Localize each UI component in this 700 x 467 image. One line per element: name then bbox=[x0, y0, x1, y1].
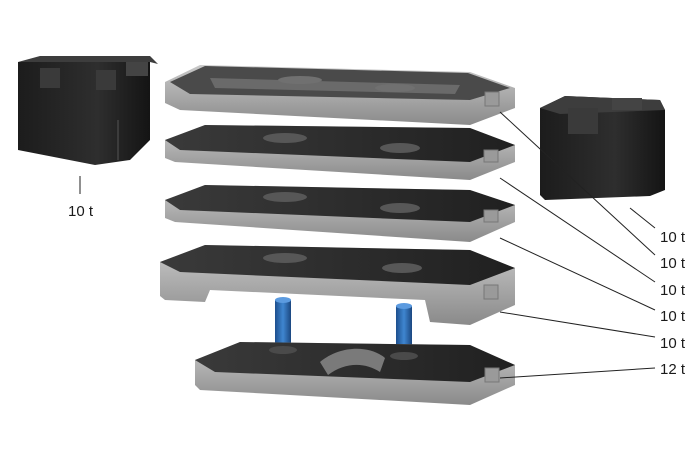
plate-2 bbox=[165, 125, 515, 180]
label-base-plate: 12 t bbox=[660, 361, 686, 378]
leader-plate-4 bbox=[499, 311, 656, 338]
plate-3 bbox=[165, 185, 515, 242]
label-right-block: 10 t bbox=[660, 229, 686, 246]
base-plate bbox=[195, 342, 515, 405]
label-left-block: 10 t bbox=[68, 203, 94, 220]
top-plate bbox=[165, 65, 515, 125]
plate-4 bbox=[160, 245, 515, 325]
leader-plate-3 bbox=[499, 237, 656, 311]
label-plate-2: 10 t bbox=[660, 282, 686, 299]
leader-base-plate bbox=[499, 367, 656, 379]
leader-plate-1 bbox=[499, 111, 656, 256]
label-plate-3: 10 t bbox=[660, 308, 686, 325]
leader-right-block bbox=[629, 207, 656, 229]
leader-plate-2 bbox=[499, 177, 656, 283]
label-plate-4: 10 t bbox=[660, 335, 686, 352]
right-block bbox=[540, 96, 665, 200]
leader-lines bbox=[79, 111, 656, 379]
pin-left bbox=[275, 297, 291, 348]
label-plate-1: 10 t bbox=[660, 255, 686, 272]
pin-right bbox=[396, 303, 412, 356]
left-block bbox=[18, 56, 158, 165]
